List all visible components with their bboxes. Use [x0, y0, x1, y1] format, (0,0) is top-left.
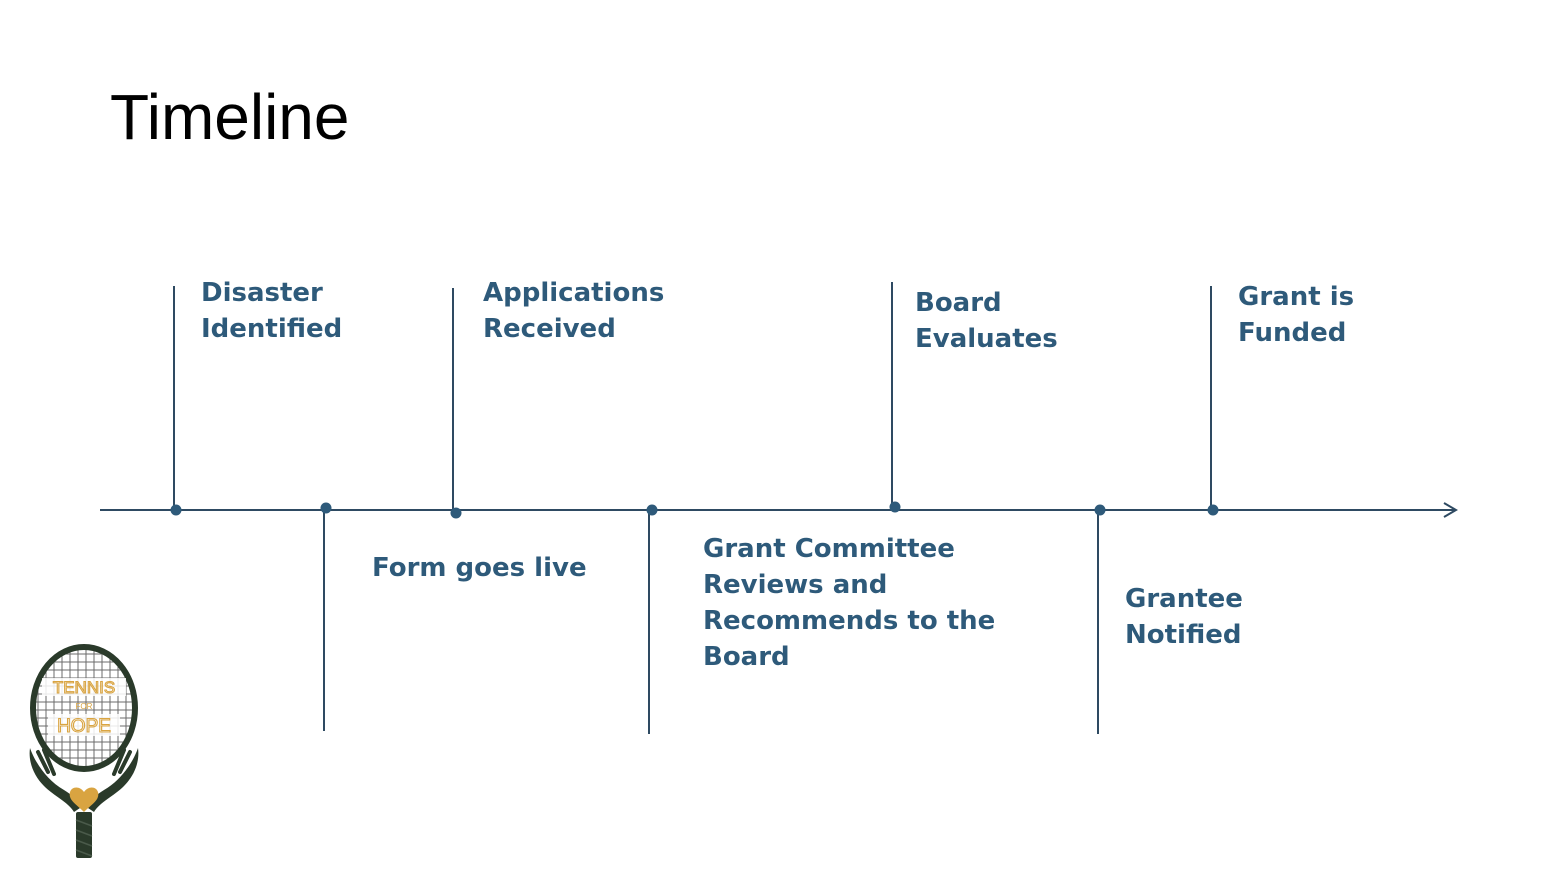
racket-frame [30, 644, 138, 772]
event-marker-grantee-notified [1094, 504, 1106, 516]
event-marker-grant-is-funded [1207, 504, 1219, 516]
event-marker-form-goes-live [320, 502, 332, 514]
timeline-arrowhead [1443, 502, 1458, 518]
event-label-grant-committee: Grant Committee Reviews and Recommends t… [703, 534, 996, 672]
event-label-applications-received: Applications Received [483, 278, 665, 344]
left-hand-icon [29, 748, 80, 812]
heart-icon [69, 787, 99, 812]
racket-handle [76, 812, 92, 858]
event-label-board-evaluates: Board Evaluates [915, 288, 1058, 354]
event-marker-board-evaluates [889, 501, 901, 513]
logo-text-line2: FOR [76, 702, 93, 711]
event-marker-grant-committee [646, 504, 658, 516]
event-marker-disaster-identified [170, 504, 182, 516]
event-label-grant-is-funded: Grant is Funded [1238, 282, 1355, 348]
event-label-form-goes-live: Form goes live [372, 553, 587, 583]
right-hand-icon [88, 748, 139, 812]
slide-title: Timeline [110, 81, 350, 153]
logo-text-line3: HOPE [57, 716, 111, 737]
tennis-for-hope-logo: TENNIS FOR HOPE [29, 644, 139, 858]
logo-text-line1: TENNIS [53, 678, 115, 697]
event-marker-applications-received [450, 507, 462, 519]
event-label-disaster-identified: Disaster Identified [201, 278, 343, 344]
event-label-grantee-notified: Grantee Notified [1125, 584, 1243, 650]
